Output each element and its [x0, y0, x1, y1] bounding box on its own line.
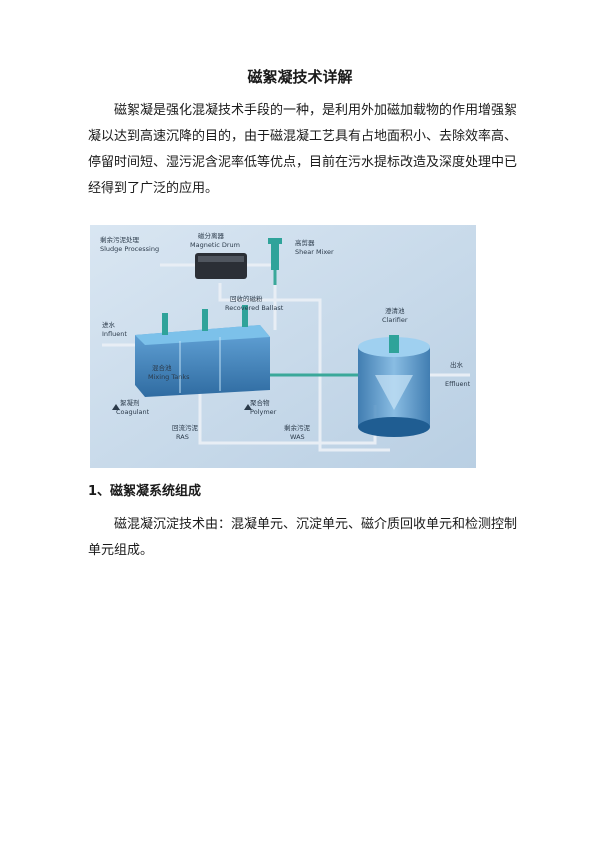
svg-text:磁分离器: 磁分离器	[198, 231, 225, 240]
svg-text:WAS: WAS	[290, 433, 305, 441]
svg-text:Sludge Processing: Sludge Processing	[100, 245, 159, 253]
svg-text:回流污泥: 回流污泥	[172, 423, 199, 432]
svg-text:Shear Mixer: Shear Mixer	[295, 248, 334, 256]
process-diagram: 剩余污泥处理 Sludge Processing 磁分离器 Magnetic D…	[90, 225, 476, 468]
svg-text:RAS: RAS	[176, 433, 189, 441]
svg-text:剩余污泥: 剩余污泥	[284, 423, 311, 432]
section-heading: 1、磁絮凝系统组成	[88, 484, 202, 499]
svg-text:聚合物: 聚合物	[250, 398, 270, 407]
svg-text:Mixing Tanks: Mixing Tanks	[148, 373, 190, 381]
svg-text:澄清池: 澄清池	[385, 306, 405, 315]
svg-text:Recovered Ballast: Recovered Ballast	[225, 304, 284, 312]
svg-text:Polymer: Polymer	[250, 408, 277, 416]
svg-text:Clarifier: Clarifier	[382, 316, 408, 324]
svg-text:进水: 进水	[102, 320, 116, 329]
svg-text:高剪器: 高剪器	[295, 238, 315, 247]
svg-text:Effluent: Effluent	[445, 380, 471, 388]
svg-text:絮凝剂: 絮凝剂	[120, 398, 140, 407]
intro-paragraph: 磁絮凝是强化混凝技术手段的一种，是利用外加磁加载物的作用增强絮凝以达到高速沉降的…	[88, 103, 518, 196]
svg-text:Coagulant: Coagulant	[116, 408, 150, 416]
svg-text:Magnetic Drum: Magnetic Drum	[190, 241, 240, 249]
svg-text:Influent: Influent	[102, 330, 127, 338]
svg-text:出水: 出水	[450, 360, 464, 369]
svg-text:回收的磁粉: 回收的磁粉	[230, 294, 263, 303]
svg-text:剩余污泥处理: 剩余污泥处理	[100, 235, 140, 244]
page-title: 磁絮凝技术详解	[247, 68, 353, 86]
svg-text:混合池: 混合池	[152, 363, 172, 372]
section-paragraph: 磁混凝沉淀技术由：混凝单元、沉淀单元、磁介质回收单元和检测控制单元组成。	[88, 517, 518, 558]
